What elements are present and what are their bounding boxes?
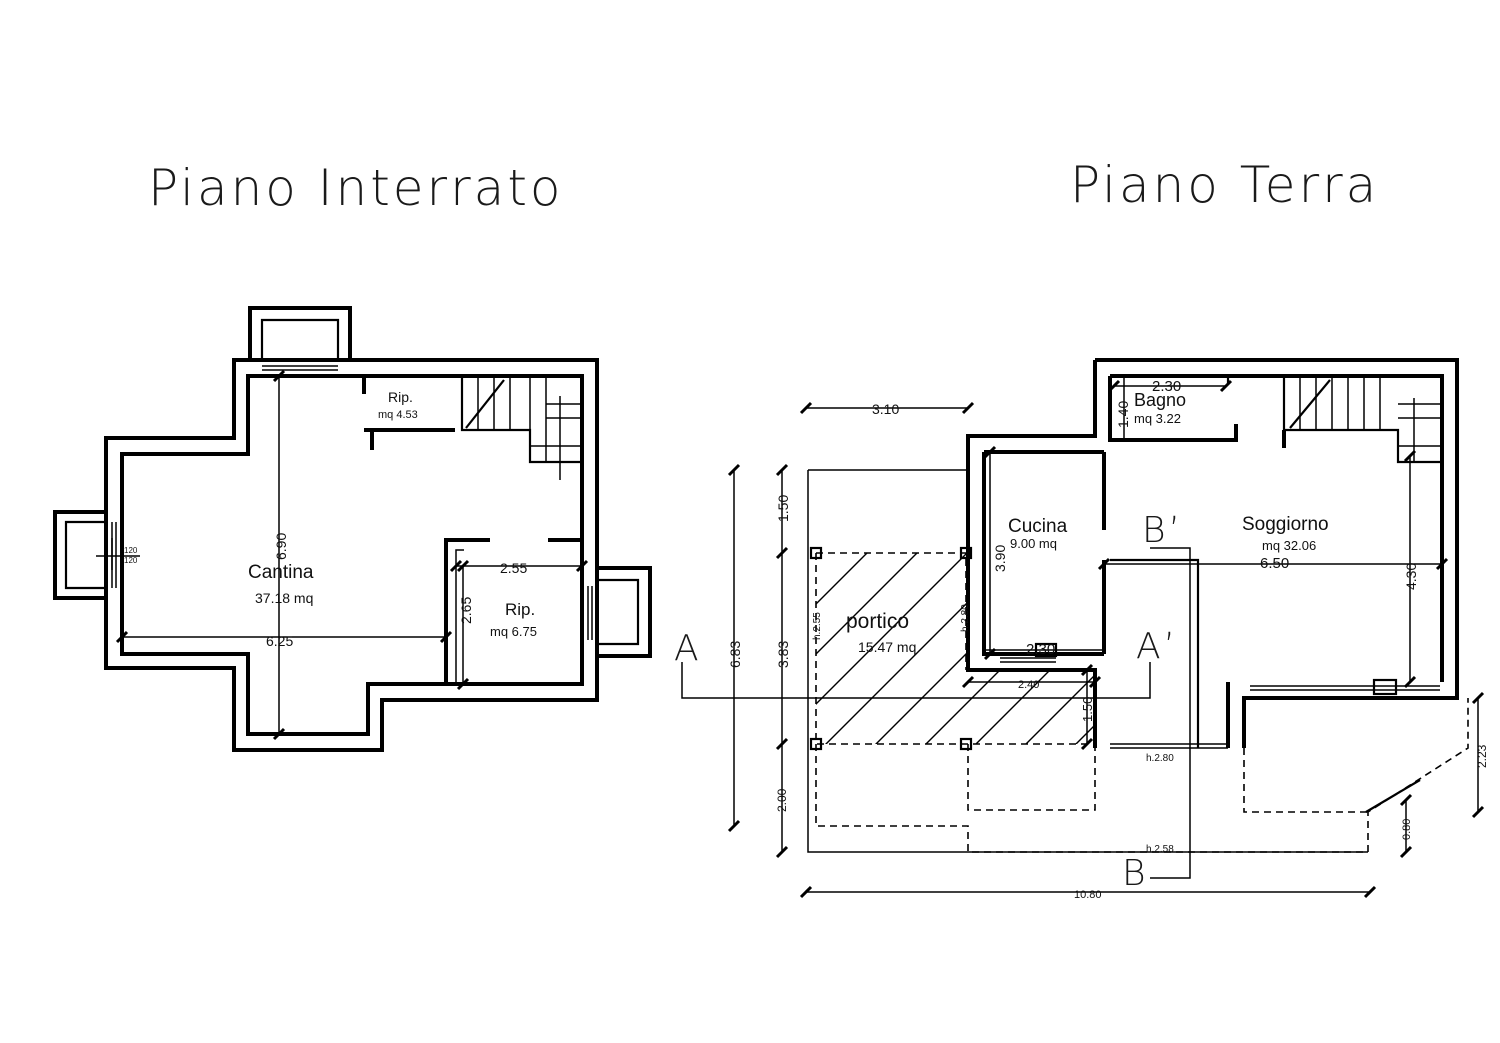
room-bagno-area: mq 3.22 — [1134, 411, 1181, 426]
dim-window-b: 120 — [124, 556, 138, 565]
dim-rip-width: 2.55 — [500, 560, 527, 576]
basement-title: Piano Interrato — [148, 159, 564, 217]
basement-dimensions — [115, 369, 589, 741]
dim-h-255: h.2.55 — [812, 612, 823, 640]
ground-floor-plan: 3.10 2.30 1.40 3.90 2.30 6.50 4.30 1.50 … — [674, 358, 1489, 901]
basement-stairs — [460, 376, 582, 480]
dim-bagno-height: 1.40 — [1115, 401, 1131, 428]
room-bagno-name: Bagno — [1134, 390, 1186, 410]
ground-stairs — [1282, 376, 1442, 464]
bagno-wall — [1108, 376, 1238, 442]
terrace-outline — [815, 698, 1469, 853]
dim-left-383: 3.83 — [775, 641, 791, 668]
dim-total-683: 6.83 — [727, 641, 743, 668]
dim-left-200: 2.00 — [775, 788, 789, 812]
basement-outer-wall — [104, 358, 599, 752]
dim-right-223: 2.23 — [1475, 744, 1489, 768]
room-rip-lower-area: mq 6.75 — [490, 624, 537, 639]
room-cantina-name: Cantina — [248, 562, 314, 583]
basement-inner-wall — [120, 374, 584, 736]
dim-150-b: 1.50 — [1080, 697, 1095, 722]
dim-cucina-width: 2.30 — [1026, 641, 1055, 658]
dim-rip-height: 2.65 — [458, 597, 474, 624]
ground-dimensions — [727, 376, 1485, 899]
section-a-prime-label: A’ — [1136, 626, 1178, 667]
room-rip-top-name: Rip. — [388, 389, 413, 405]
dim-cantina-height: 6.90 — [273, 533, 289, 560]
room-soggiorno-area: mq 32.06 — [1262, 538, 1316, 553]
dim-window-a: 120 — [124, 546, 138, 555]
ground-floor-title: Piano Terra — [1070, 156, 1379, 214]
basement-right-bay — [597, 566, 652, 658]
room-cantina-area: 37.18 mq — [255, 590, 313, 606]
room-rip-top-area: mq 4.53 — [378, 409, 418, 421]
dim-h-280-a: h.2.80 — [960, 604, 971, 632]
dim-h-258: h.2.58 — [1146, 844, 1174, 855]
basement-rip-top-wall — [362, 376, 455, 450]
dim-cantina-width: 6.25 — [266, 633, 293, 649]
dim-bagno-width: 2.30 — [1152, 378, 1181, 395]
section-b-label: B — [1122, 853, 1149, 894]
room-portico-area: 15.47 mq — [858, 639, 916, 655]
dim-left-150: 1.50 — [775, 495, 791, 522]
room-cucina-area: 9.00 mq — [1010, 536, 1057, 551]
dim-cucina-height: 3.90 — [992, 545, 1008, 572]
room-portico-name: portico — [846, 610, 909, 633]
basement-left-bay — [53, 510, 106, 600]
room-cucina-name: Cucina — [1008, 516, 1068, 537]
section-a-label: A — [674, 628, 702, 669]
basement-top-bay — [248, 306, 352, 360]
room-soggiorno-name: Soggiorno — [1242, 514, 1329, 535]
dim-right-080: 0.80 — [1401, 819, 1413, 840]
dim-total-1080: 10.80 — [1074, 889, 1102, 901]
room-rip-lower-name: Rip. — [505, 600, 535, 619]
dim-soggiorno-height: 4.30 — [1403, 563, 1419, 590]
section-lines — [681, 547, 1191, 879]
dim-top-310: 3.10 — [872, 401, 899, 417]
dim-240: 2.40 — [1018, 679, 1039, 691]
dim-h-280-b: h.2.80 — [1146, 753, 1174, 764]
basement-plan: 6.90 6.25 2.55 2.65 120 120 Cantina 37.1… — [53, 306, 652, 752]
dim-soggiorno-width: 6.50 — [1260, 555, 1289, 572]
section-b-prime-label: B’ — [1142, 510, 1183, 551]
